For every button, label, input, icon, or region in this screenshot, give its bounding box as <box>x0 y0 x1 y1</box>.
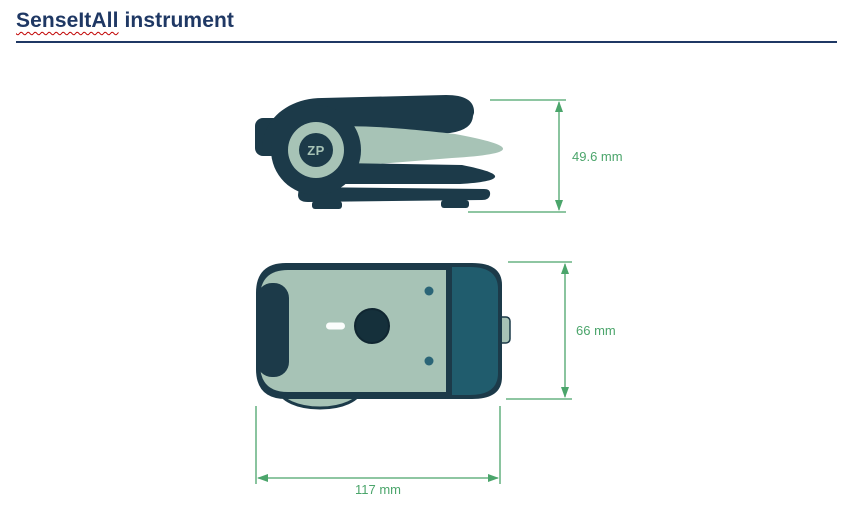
dimension-label-height: 49.6 mm <box>572 149 623 164</box>
top-view-left-grip <box>257 283 289 377</box>
side-view-drawing: ZP <box>255 95 504 209</box>
dimension-width <box>506 261 572 400</box>
indicator-light <box>326 322 345 330</box>
lens <box>354 308 390 344</box>
top-view-right-cap <box>452 267 498 395</box>
screw-dot-bottom <box>424 356 434 366</box>
page-title-rest: instrument <box>118 9 234 32</box>
top-view-panel <box>260 270 446 392</box>
dimension-label-length: 117 mm <box>355 482 401 497</box>
zp-logo-badge <box>299 133 333 167</box>
title-underline <box>16 41 837 43</box>
side-view-foot-right <box>441 200 469 208</box>
side-view-lower-jaw <box>340 163 496 184</box>
side-view-base <box>298 187 491 202</box>
zp-logo-text: ZP <box>307 143 325 158</box>
side-view-foot-left <box>312 201 342 209</box>
page-title: SenseItAll instrument <box>16 9 234 33</box>
page-title-highlighted-word: SenseItAll <box>16 9 119 32</box>
dimension-annotations <box>255 99 572 484</box>
screw-dot-top <box>424 286 434 296</box>
dimension-height <box>468 99 566 213</box>
side-view-arm <box>320 126 504 167</box>
top-view-drawing <box>256 263 511 410</box>
dimension-label-width: 66 mm <box>576 323 616 338</box>
dimension-length <box>255 406 501 484</box>
